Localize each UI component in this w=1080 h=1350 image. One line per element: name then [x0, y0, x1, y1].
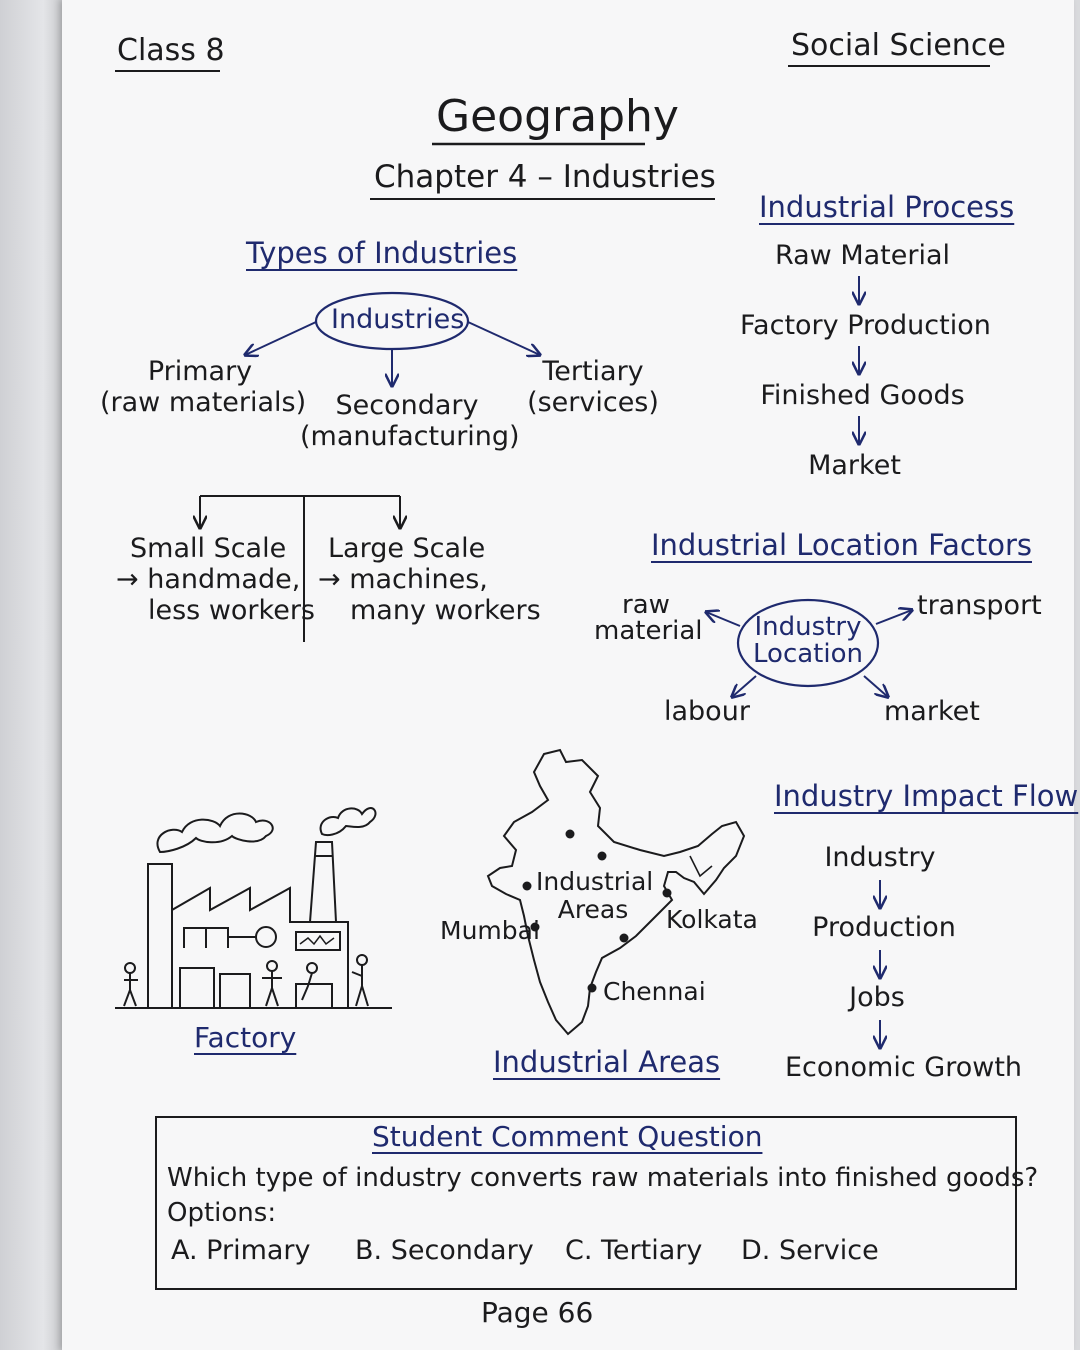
factor-labour: labour: [664, 696, 750, 727]
location-heading: Industrial Location Factors: [651, 528, 1032, 562]
map-dot: [565, 829, 575, 839]
impact-step-4: Economic Growth: [785, 1052, 1023, 1083]
map-dot: [522, 881, 532, 891]
small-scale-line1: → handmade,: [116, 564, 301, 596]
small-scale: Small Scale → handmade, less workers: [116, 533, 315, 626]
option-a[interactable]: A. Primary: [171, 1235, 311, 1266]
city-kolkata: Kolkata: [666, 905, 758, 934]
map-center-line1: Industrial: [536, 867, 654, 896]
question-text: Which type of industry converts raw mate…: [167, 1163, 1039, 1193]
city-chennai: Chennai: [603, 977, 706, 1006]
large-scale-line1: → machines,: [318, 564, 488, 596]
large-scale-title: Large Scale: [328, 533, 486, 564]
process-step-4: Market: [808, 450, 901, 481]
question-heading: Student Comment Question: [372, 1120, 763, 1153]
question-box: [155, 1116, 1017, 1290]
options-label: Options:: [167, 1198, 277, 1228]
primary-desc: (raw materials): [100, 387, 307, 419]
large-scale-line2: many workers: [350, 595, 541, 627]
factory-drawing: [115, 807, 392, 1009]
tertiary-label: Tertiary (services): [526, 356, 660, 418]
location-node: Industry Location: [748, 612, 868, 670]
tertiary-desc: (services): [527, 387, 659, 419]
factor-raw-material: raw material: [594, 590, 703, 646]
right-chimney: [309, 841, 337, 923]
process-step-3: Finished Goods: [760, 380, 965, 411]
page-number: Page 66: [481, 1296, 594, 1329]
large-scale: Large Scale → machines, many workers: [318, 533, 541, 626]
primary-title: Primary: [147, 356, 253, 387]
location-node-line2: Location: [753, 639, 863, 670]
small-scale-title: Small Scale: [130, 533, 287, 564]
kolkata-dot: [662, 888, 672, 898]
types-tree: [200, 291, 540, 642]
types-heading: Types of Industries: [246, 236, 518, 270]
notebook-page: [62, 0, 1074, 1350]
small-scale-line2: less workers: [148, 595, 315, 627]
page-title: Geography: [436, 91, 679, 142]
option-c[interactable]: C. Tertiary: [565, 1235, 703, 1266]
map-center-label: Industrial Areas: [536, 867, 654, 924]
factory-panel: [295, 931, 341, 951]
city-mumbai: Mumbai: [440, 916, 540, 945]
option-b[interactable]: B. Secondary: [355, 1235, 534, 1266]
location-diagram: [706, 598, 912, 697]
arrow-to-primary: [245, 321, 317, 355]
tertiary-title: Tertiary: [542, 356, 644, 387]
industries-node: Industries: [331, 304, 465, 335]
option-d[interactable]: D. Service: [741, 1235, 879, 1266]
impact-step-2: Production: [812, 912, 956, 943]
factory-caption: Factory: [194, 1021, 297, 1054]
impact-step-1: Industry: [824, 842, 936, 873]
mumbai-dot: [530, 922, 540, 932]
factor-transport: transport: [917, 590, 1042, 621]
factor-raw-line1: raw: [622, 590, 670, 620]
location-node-line1: Industry: [754, 612, 862, 642]
class-label: Class 8: [117, 33, 225, 68]
map-dot: [597, 851, 607, 861]
location-ellipse: [736, 598, 880, 688]
secondary-title: Secondary: [335, 390, 479, 421]
subject-label: Social Science: [791, 28, 1006, 63]
secondary-label: Secondary (manufacturing): [300, 390, 520, 453]
process-step-2: Factory Production: [740, 310, 991, 341]
gauge-icon: [255, 926, 277, 948]
process-step-1: Raw Material: [774, 240, 951, 271]
factor-market: market: [884, 696, 980, 727]
factory-roof: [171, 886, 349, 1008]
india-map-icon: [486, 748, 746, 1036]
notebook-spine: [0, 0, 62, 1350]
industries-ellipse: [314, 291, 470, 351]
map-caption: Industrial Areas: [493, 1045, 721, 1079]
process-heading: Industrial Process: [759, 190, 1015, 224]
left-chimney: [147, 863, 173, 1009]
factor-raw-line2: material: [594, 616, 703, 646]
impact-step-3: Jobs: [849, 982, 905, 1013]
primary-label: Primary (raw materials): [100, 356, 307, 419]
smoke-right-icon: [319, 807, 377, 836]
chennai-dot: [587, 983, 597, 993]
arrow-to-tertiary: [467, 321, 540, 355]
chapter-title: Chapter 4 – Industries: [374, 159, 716, 195]
map-center-line2: Areas: [557, 894, 629, 924]
map-dot: [619, 933, 629, 943]
secondary-desc: (manufacturing): [300, 421, 520, 453]
smoke-left-icon: [156, 812, 274, 854]
impact-heading: Industry Impact Flow: [774, 779, 1079, 813]
